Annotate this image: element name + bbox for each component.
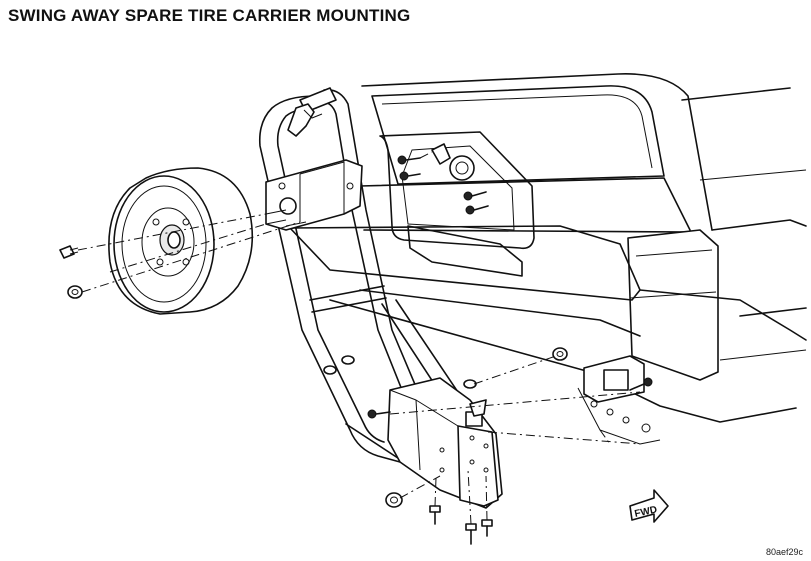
vehicle-rear-body [289,73,807,445]
fwd-arrow-icon: FWD [629,489,669,523]
pivot-bracket [387,377,503,509]
fwd-label: FWD [634,504,659,519]
figure-id: 80aef29c [765,547,803,557]
page-title: SWING AWAY SPARE TIRE CARRIER MOUNTING [8,6,411,25]
mounting-hardware [59,143,653,545]
spare-tire [108,167,254,315]
assembly-centerlines [77,151,641,525]
